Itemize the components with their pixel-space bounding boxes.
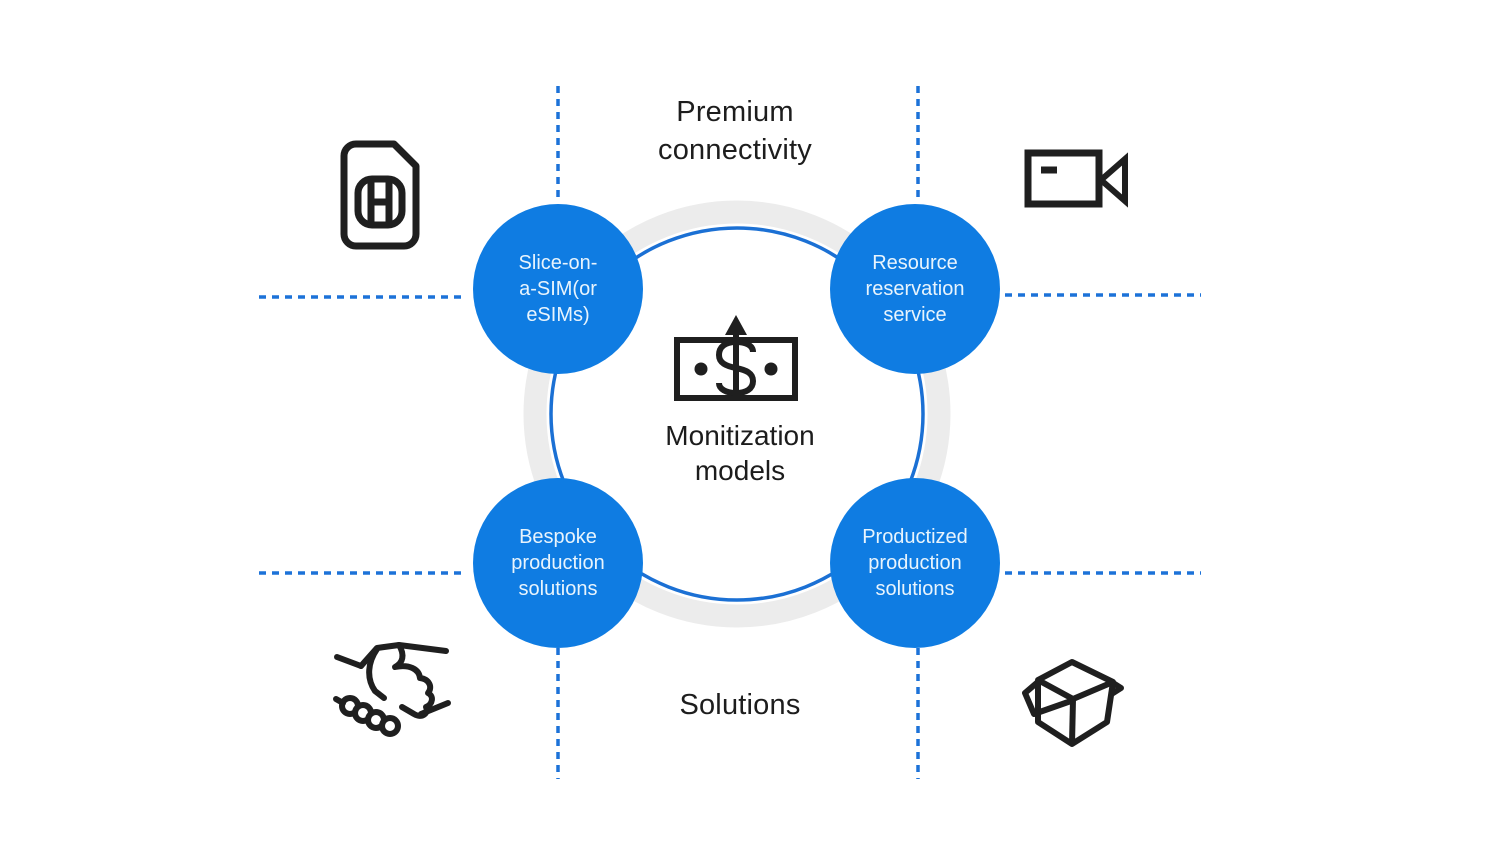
sim-body bbox=[340, 140, 420, 250]
dashed-grid-lines bbox=[259, 86, 1201, 779]
banknote-left-dot bbox=[694, 362, 708, 376]
node-label: Productized production solutions bbox=[862, 526, 968, 600]
node-label: Resource reservation service bbox=[865, 252, 965, 326]
center-ring bbox=[523, 200, 951, 628]
node-label: Bespoke production solutions bbox=[511, 526, 605, 600]
sim-chip bbox=[354, 175, 406, 229]
handshake-palm-edge bbox=[366, 646, 387, 701]
node-productized-production-solutions: Productized production solutions bbox=[830, 478, 1000, 648]
center-title: Monitization models bbox=[665, 420, 815, 486]
box-left-flap bbox=[1022, 678, 1072, 717]
node-resource-reservation-service: Resource reservation service bbox=[830, 204, 1000, 374]
node-slice-on-a-sim: Slice-on- a-SIM(or eSIMs) bbox=[473, 204, 643, 374]
handshake-knuckle-4 bbox=[379, 715, 401, 737]
box-top-opening bbox=[1035, 659, 1116, 702]
handshake-lower-right-arm bbox=[418, 700, 451, 717]
handshake-upper-left-arm bbox=[334, 654, 364, 669]
box-front-edge bbox=[1069, 698, 1076, 745]
top-quadrant-label: Premium connectivity bbox=[658, 96, 812, 166]
bottom-quadrant-label: Solutions bbox=[679, 689, 801, 721]
handshake-curled-fingers bbox=[392, 642, 435, 719]
node-bespoke-production-solutions: Bespoke production solutions bbox=[473, 478, 643, 648]
video-camera-icon bbox=[1024, 149, 1128, 208]
handshake-hand-top-edge bbox=[358, 642, 449, 669]
banknote-right-dot bbox=[764, 362, 778, 376]
camera-body bbox=[1024, 149, 1103, 208]
ring-blue-outline bbox=[549, 226, 925, 602]
camera-lens-triangle bbox=[1096, 152, 1128, 208]
box-right-flap bbox=[1108, 678, 1124, 698]
node-label: Slice-on- a-SIM(or eSIMs) bbox=[518, 252, 598, 326]
ring-gray-band bbox=[523, 200, 951, 628]
arrow-head bbox=[725, 315, 747, 335]
open-box-icon bbox=[1022, 659, 1124, 747]
money-arrow-icon bbox=[674, 315, 798, 401]
sim-card-icon bbox=[340, 140, 420, 250]
handshake-icon bbox=[333, 642, 451, 737]
handshake-lower-left-arm bbox=[333, 696, 346, 706]
